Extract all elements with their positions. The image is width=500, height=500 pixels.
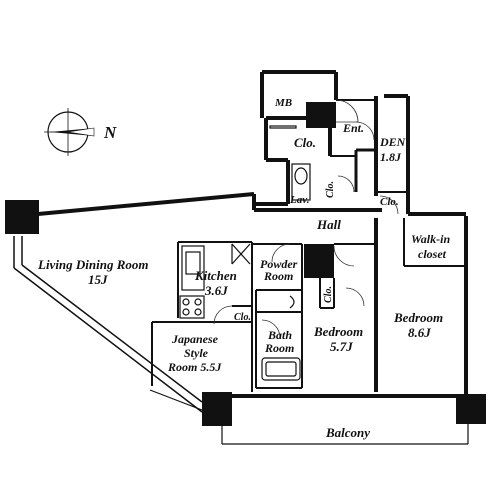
- label-japanese-2: Style: [184, 346, 209, 360]
- column-center: [304, 244, 334, 278]
- label-powder-2: Room: [263, 269, 293, 283]
- compass-icon: [44, 108, 95, 156]
- interior-walls: [151, 99, 466, 392]
- label-living-size: 15J: [88, 272, 108, 287]
- column-mb: [306, 102, 336, 128]
- column-bottom-left: [202, 392, 232, 426]
- label-balcony: Balcony: [325, 425, 370, 440]
- label-clo-bedroom1: Clo.: [323, 286, 334, 303]
- label-bedroom1-size: 5.7J: [330, 339, 353, 354]
- label-powder-1: Powder: [260, 257, 298, 271]
- door-swings: [213, 99, 399, 339]
- label-bedroom2-size: 8.6J: [408, 325, 431, 340]
- label-clo-lav: Clo.: [325, 181, 336, 198]
- label-kitchen-size: 3.6J: [204, 283, 228, 298]
- label-clo-kitchen: Clo.: [234, 312, 251, 323]
- label-bath-2: Room: [264, 341, 294, 355]
- sanitary-fixtures: [261, 125, 311, 381]
- label-japanese-3: Room 5.5J: [167, 360, 222, 374]
- label-mb: MB: [274, 97, 292, 109]
- compass-north-label: N: [103, 123, 117, 142]
- label-japanese-1: Japanese: [171, 332, 219, 346]
- label-lav: Lav.: [289, 194, 309, 206]
- label-bedroom1-name: Bedroom: [313, 324, 363, 339]
- label-ent: Ent.: [342, 121, 364, 135]
- label-kitchen-name: Kitchen: [194, 268, 237, 283]
- balcony-outline: [149, 389, 469, 445]
- column-bottom-right: [456, 394, 486, 424]
- label-den-name: DEN: [379, 135, 407, 149]
- outer-walls: [13, 70, 468, 413]
- label-clo-top: Clo.: [294, 135, 316, 150]
- label-bath-1: Bath: [267, 328, 292, 342]
- label-den-size: 1.8J: [380, 150, 402, 164]
- label-walkin-1: Walk-in: [411, 232, 450, 246]
- label-living-name: Living Dining Room: [37, 257, 149, 272]
- label-clo-den: Clo.: [380, 196, 399, 208]
- label-hall: Hall: [316, 217, 341, 232]
- kitchen-fixtures: [179, 243, 251, 319]
- column-top-left: [5, 200, 39, 234]
- label-walkin-2: closet: [418, 247, 447, 261]
- label-bedroom2-name: Bedroom: [393, 310, 443, 325]
